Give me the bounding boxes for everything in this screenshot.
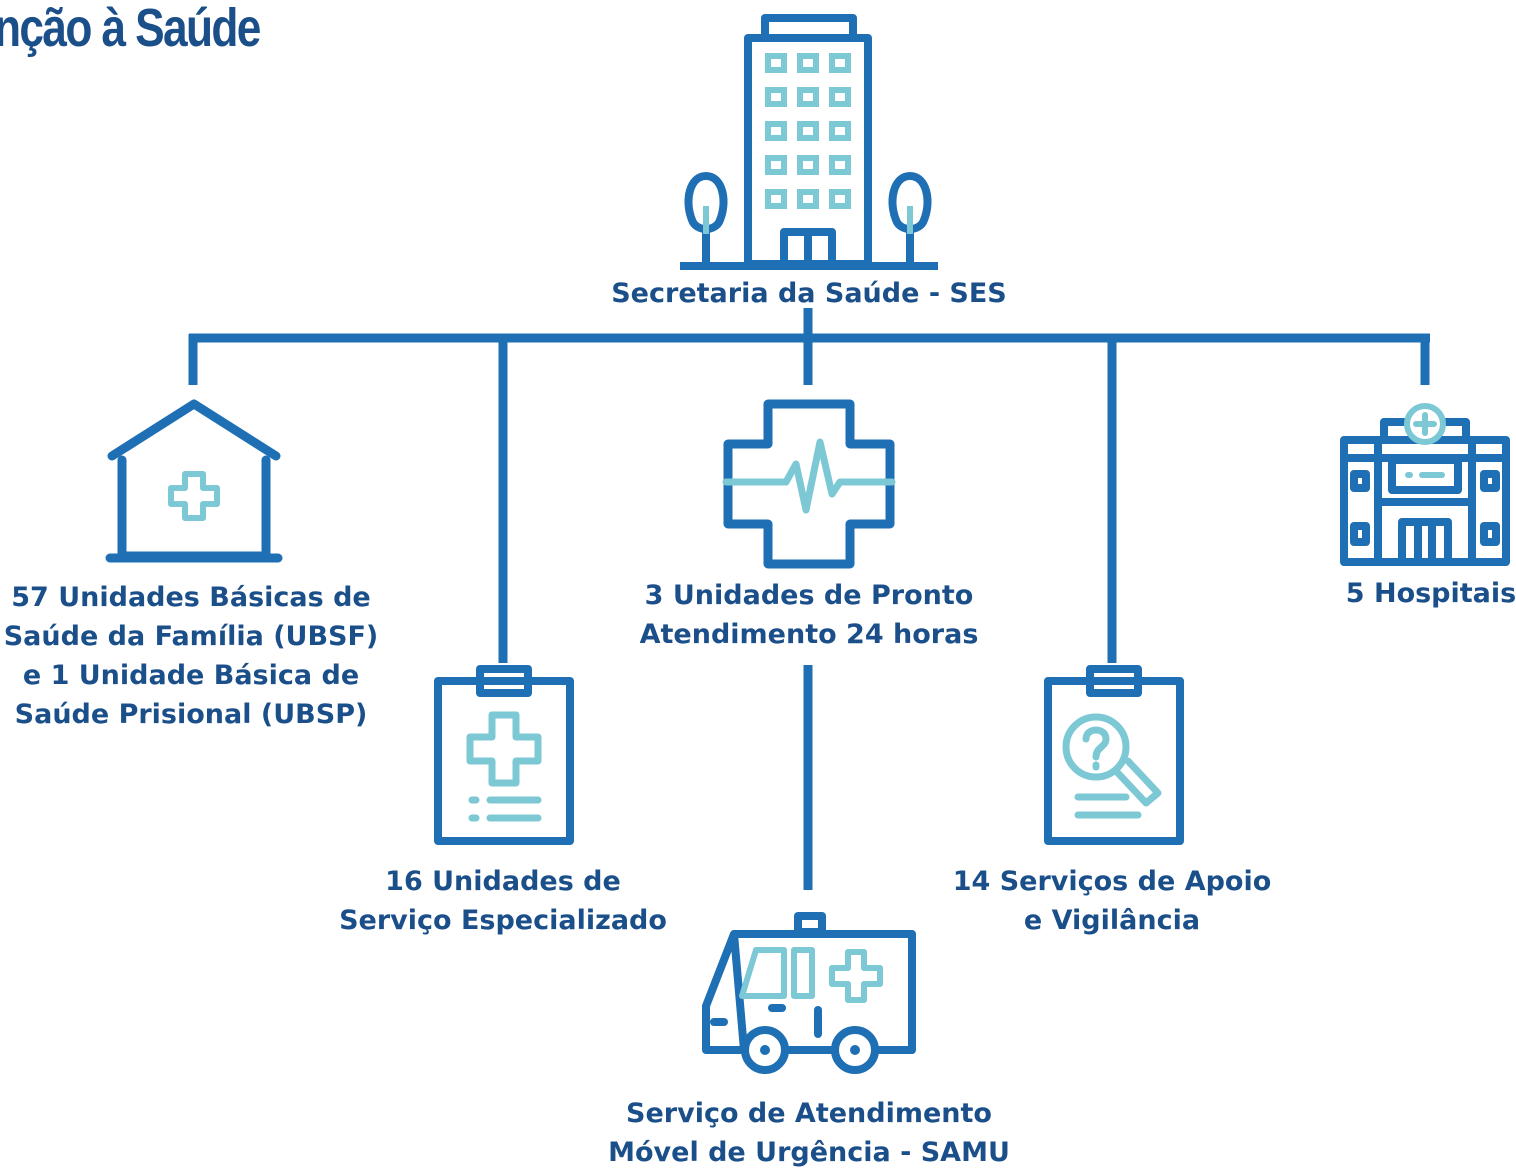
node-label-samu: Serviço de Atendimento Móvel de Urgência… [608,1098,1010,1168]
ambulance-icon [702,912,916,1074]
medical-cross-with-heartbeat-icon [722,399,896,569]
hospital-building-icon [1340,403,1510,566]
office-building-with-trees-icon [680,14,938,270]
node-label-apoio-vigilancia: 14 Serviços de Apoio e Vigilância [952,866,1272,936]
clipboard-with-cross-icon [434,665,574,845]
node-label-hospitais: 5 Hospitais [1345,578,1516,609]
page-title: nção à Saúde [0,0,261,58]
node-label-especializado: 16 Unidades de Serviço Especializado [339,866,667,936]
node-label-ubsf: 57 Unidades Básicas de Saúde da Família … [3,582,379,730]
root-label: Secretaria da Saúde - SES [611,278,1007,309]
house-with-cross-icon [105,399,283,563]
clipboard-with-magnifier-question-icon [1044,665,1184,845]
node-label-pronto-atendimento: 3 Unidades de Pronto Atendimento 24 hora… [639,580,979,650]
